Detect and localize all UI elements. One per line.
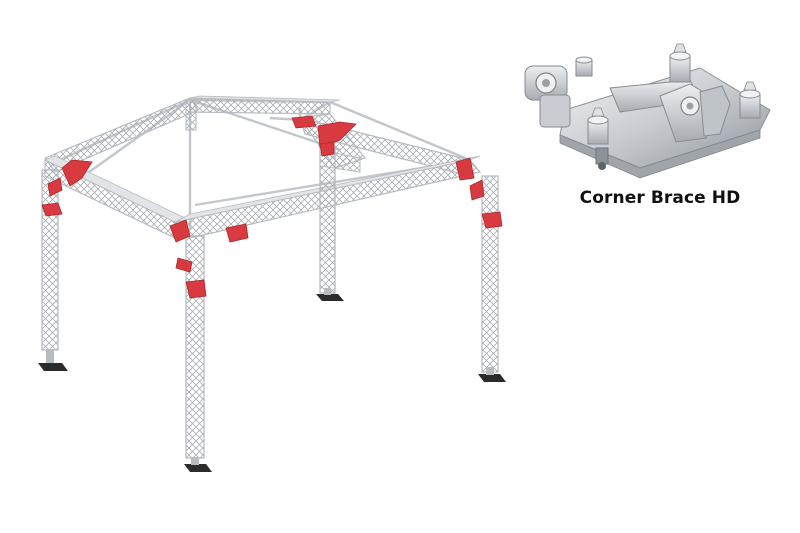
truss-structure-icon xyxy=(38,95,506,472)
left-truss xyxy=(44,97,199,173)
back-truss xyxy=(189,95,341,115)
product-caption: Corner Brace HD xyxy=(579,188,741,208)
corner-brace-part-icon xyxy=(524,43,771,179)
spigot-cones xyxy=(575,43,761,145)
corner-braces-red xyxy=(41,115,503,299)
base-plates xyxy=(38,288,506,472)
